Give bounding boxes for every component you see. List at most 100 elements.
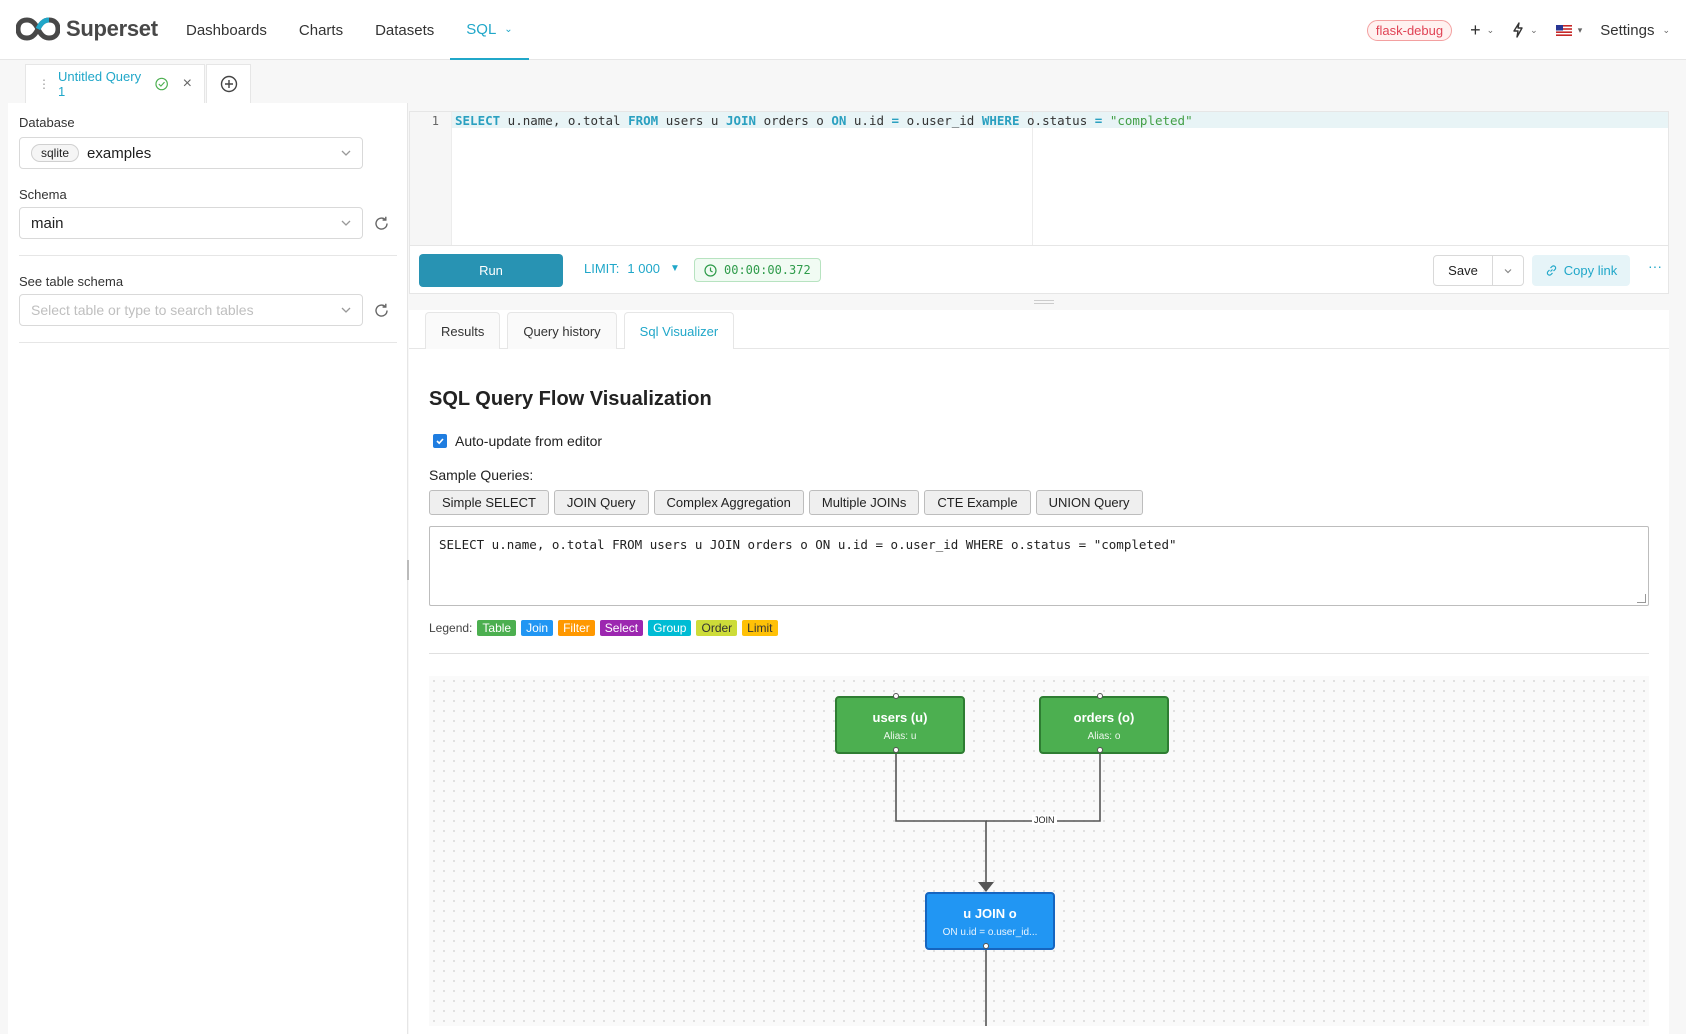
node-users[interactable]: users (u) Alias: u <box>835 696 965 754</box>
nav-charts[interactable]: Charts <box>298 21 344 39</box>
tabs-divider <box>409 348 1669 349</box>
sample-complex-aggregation-button[interactable]: Complex Aggregation <box>653 490 804 515</box>
link-icon <box>1546 265 1556 276</box>
tab-results[interactable]: Results <box>425 312 501 349</box>
nav-dashboards[interactable]: Dashboards <box>186 21 267 39</box>
panel-resize-handle[interactable] <box>407 560 409 580</box>
divider <box>429 653 1649 654</box>
vertical-resize-handle[interactable] <box>1034 300 1054 304</box>
resize-grip-icon[interactable] <box>1637 594 1646 603</box>
legend-join: Join <box>521 620 554 636</box>
settings-label: Settings <box>1600 21 1655 39</box>
node-join[interactable]: u JOIN o ON u.id = o.user_id... <box>925 892 1055 950</box>
sample-union-query-button[interactable]: UNION Query <box>1035 490 1143 515</box>
sample-multiple-joins-button[interactable]: Multiple JOINs <box>808 490 920 515</box>
sql-text: o.status <box>1019 113 1095 128</box>
sql-text: users u <box>658 113 726 128</box>
sql-keyword: FROM <box>628 113 659 128</box>
legend-label: Legend: <box>429 621 473 635</box>
tab-query-history[interactable]: Query history <box>507 312 617 349</box>
auto-update-row[interactable]: Auto-update from editor <box>433 433 602 449</box>
add-tab-button[interactable] <box>206 64 251 103</box>
sample-cte-example-button[interactable]: CTE Example <box>924 490 1031 515</box>
code-line[interactable]: SELECT u.name, o.total FROM users u JOIN… <box>455 113 1193 129</box>
node-handle[interactable] <box>1097 693 1103 699</box>
nav-sql-label: SQL <box>466 20 497 38</box>
bolt-icon <box>1513 22 1523 38</box>
nav-sql[interactable]: SQL ⌄ <box>450 0 529 60</box>
caret-down-icon: ▼ <box>669 263 680 274</box>
node-handle[interactable] <box>893 693 899 699</box>
checkmark-icon <box>436 438 444 445</box>
line-number: 1 <box>431 114 439 128</box>
save-dropdown-button[interactable] <box>1492 255 1524 286</box>
editor-gutter: 1 <box>410 112 452 245</box>
schema-select[interactable]: main <box>19 207 363 239</box>
legend-filter: Filter <box>558 620 595 636</box>
close-icon[interactable]: × <box>182 75 192 92</box>
sql-keyword: WHERE <box>981 113 1020 128</box>
extensions-menu[interactable]: ⌄ <box>1512 22 1538 38</box>
save-button[interactable]: Save <box>1433 255 1493 286</box>
database-type-tag: sqlite <box>31 144 80 162</box>
edge-orders-to-join <box>986 750 1101 822</box>
sql-input-textarea[interactable]: SELECT u.name, o.total FROM users u JOIN… <box>429 526 1649 606</box>
legend: Legend: Table Join Filter Select Group O… <box>429 620 778 636</box>
more-options-icon[interactable]: ··· <box>1648 258 1662 274</box>
flow-canvas[interactable]: JOIN users (u) Alias: u orders (o) Alias… <box>429 676 1649 1026</box>
sql-keyword: JOIN <box>725 113 757 128</box>
auto-update-checkbox[interactable] <box>433 434 447 448</box>
nav-right: flask-debug +⌄ ⌄ ▾ Settings ⌄ <box>1366 0 1670 60</box>
table-select[interactable]: Select table or type to search tables <box>19 294 363 326</box>
sample-join-query-button[interactable]: JOIN Query <box>553 490 649 515</box>
active-line-highlight <box>452 112 1668 128</box>
legend-table: Table <box>477 620 517 636</box>
new-menu[interactable]: +⌄ <box>1470 20 1494 41</box>
node-handle[interactable] <box>1097 747 1103 753</box>
sql-text: u.name, o.total <box>500 113 629 128</box>
refresh-icon[interactable] <box>373 215 390 232</box>
node-subtitle: Alias: u <box>883 731 917 742</box>
sample-queries: Simple SELECT JOIN Query Complex Aggrega… <box>429 490 1148 515</box>
check-circle-icon <box>155 77 169 91</box>
sql-editor[interactable]: 1 SELECT u.name, o.total FROM users u JO… <box>409 111 1669 246</box>
results-panel: Results Query history Sql Visualizer SQL… <box>409 310 1669 1034</box>
legend-group: Group <box>648 620 692 636</box>
legend-order: Order <box>696 620 738 636</box>
language-menu[interactable]: ▾ <box>1555 24 1583 36</box>
divider <box>19 255 397 256</box>
node-orders[interactable]: orders (o) Alias: o <box>1039 696 1169 754</box>
node-handle[interactable] <box>893 747 899 753</box>
superset-logo[interactable]: Superset <box>16 16 158 42</box>
editor-toolbar: Run LIMIT: 1 000 ▼ 00:00:00.372 Save Cop… <box>409 246 1669 294</box>
legend-limit: Limit <box>742 620 778 636</box>
node-title: users (u) <box>872 710 928 725</box>
sample-simple-select-button[interactable]: Simple SELECT <box>429 490 549 515</box>
tab-sql-visualizer[interactable]: Sql Visualizer <box>623 312 735 349</box>
database-select[interactable]: sqlite examples <box>19 137 363 169</box>
node-handle[interactable] <box>983 943 989 949</box>
top-navbar: Superset Dashboards Charts Datasets SQL … <box>0 0 1686 60</box>
database-label: Database <box>19 115 75 130</box>
legend-select: Select <box>599 620 644 636</box>
main-nav: Dashboards Charts Datasets SQL ⌄ <box>170 0 529 60</box>
query-tab[interactable]: ⋮ Untitled Query 1 × <box>25 64 205 103</box>
node-subtitle: ON u.id = o.user_id... <box>942 927 1038 938</box>
sample-queries-label: Sample Queries: <box>429 467 534 483</box>
settings-menu[interactable]: Settings ⌄ <box>1600 22 1670 39</box>
left-sidebar: Database sqlite examples Schema main See… <box>8 103 408 1034</box>
run-button[interactable]: Run <box>419 254 563 287</box>
table-select-placeholder: Select table or type to search tables <box>31 302 254 318</box>
limit-dropdown[interactable]: LIMIT: 1 000 ▼ <box>584 261 680 276</box>
flow-edges <box>895 750 1101 1026</box>
refresh-icon[interactable] <box>373 302 390 319</box>
result-tabs: Results Query history Sql Visualizer <box>425 312 741 349</box>
sql-input-text: SELECT u.name, o.total FROM users u JOIN… <box>439 537 1177 552</box>
tab-menu-icon[interactable]: ⋮ <box>38 77 50 91</box>
nav-datasets[interactable]: Datasets <box>375 21 435 39</box>
divider <box>19 342 397 343</box>
chevron-down-icon <box>341 307 351 313</box>
copy-link-button[interactable]: Copy link <box>1532 255 1630 286</box>
plus-icon: + <box>1470 19 1481 40</box>
caret-down-icon: ▾ <box>1577 24 1583 35</box>
